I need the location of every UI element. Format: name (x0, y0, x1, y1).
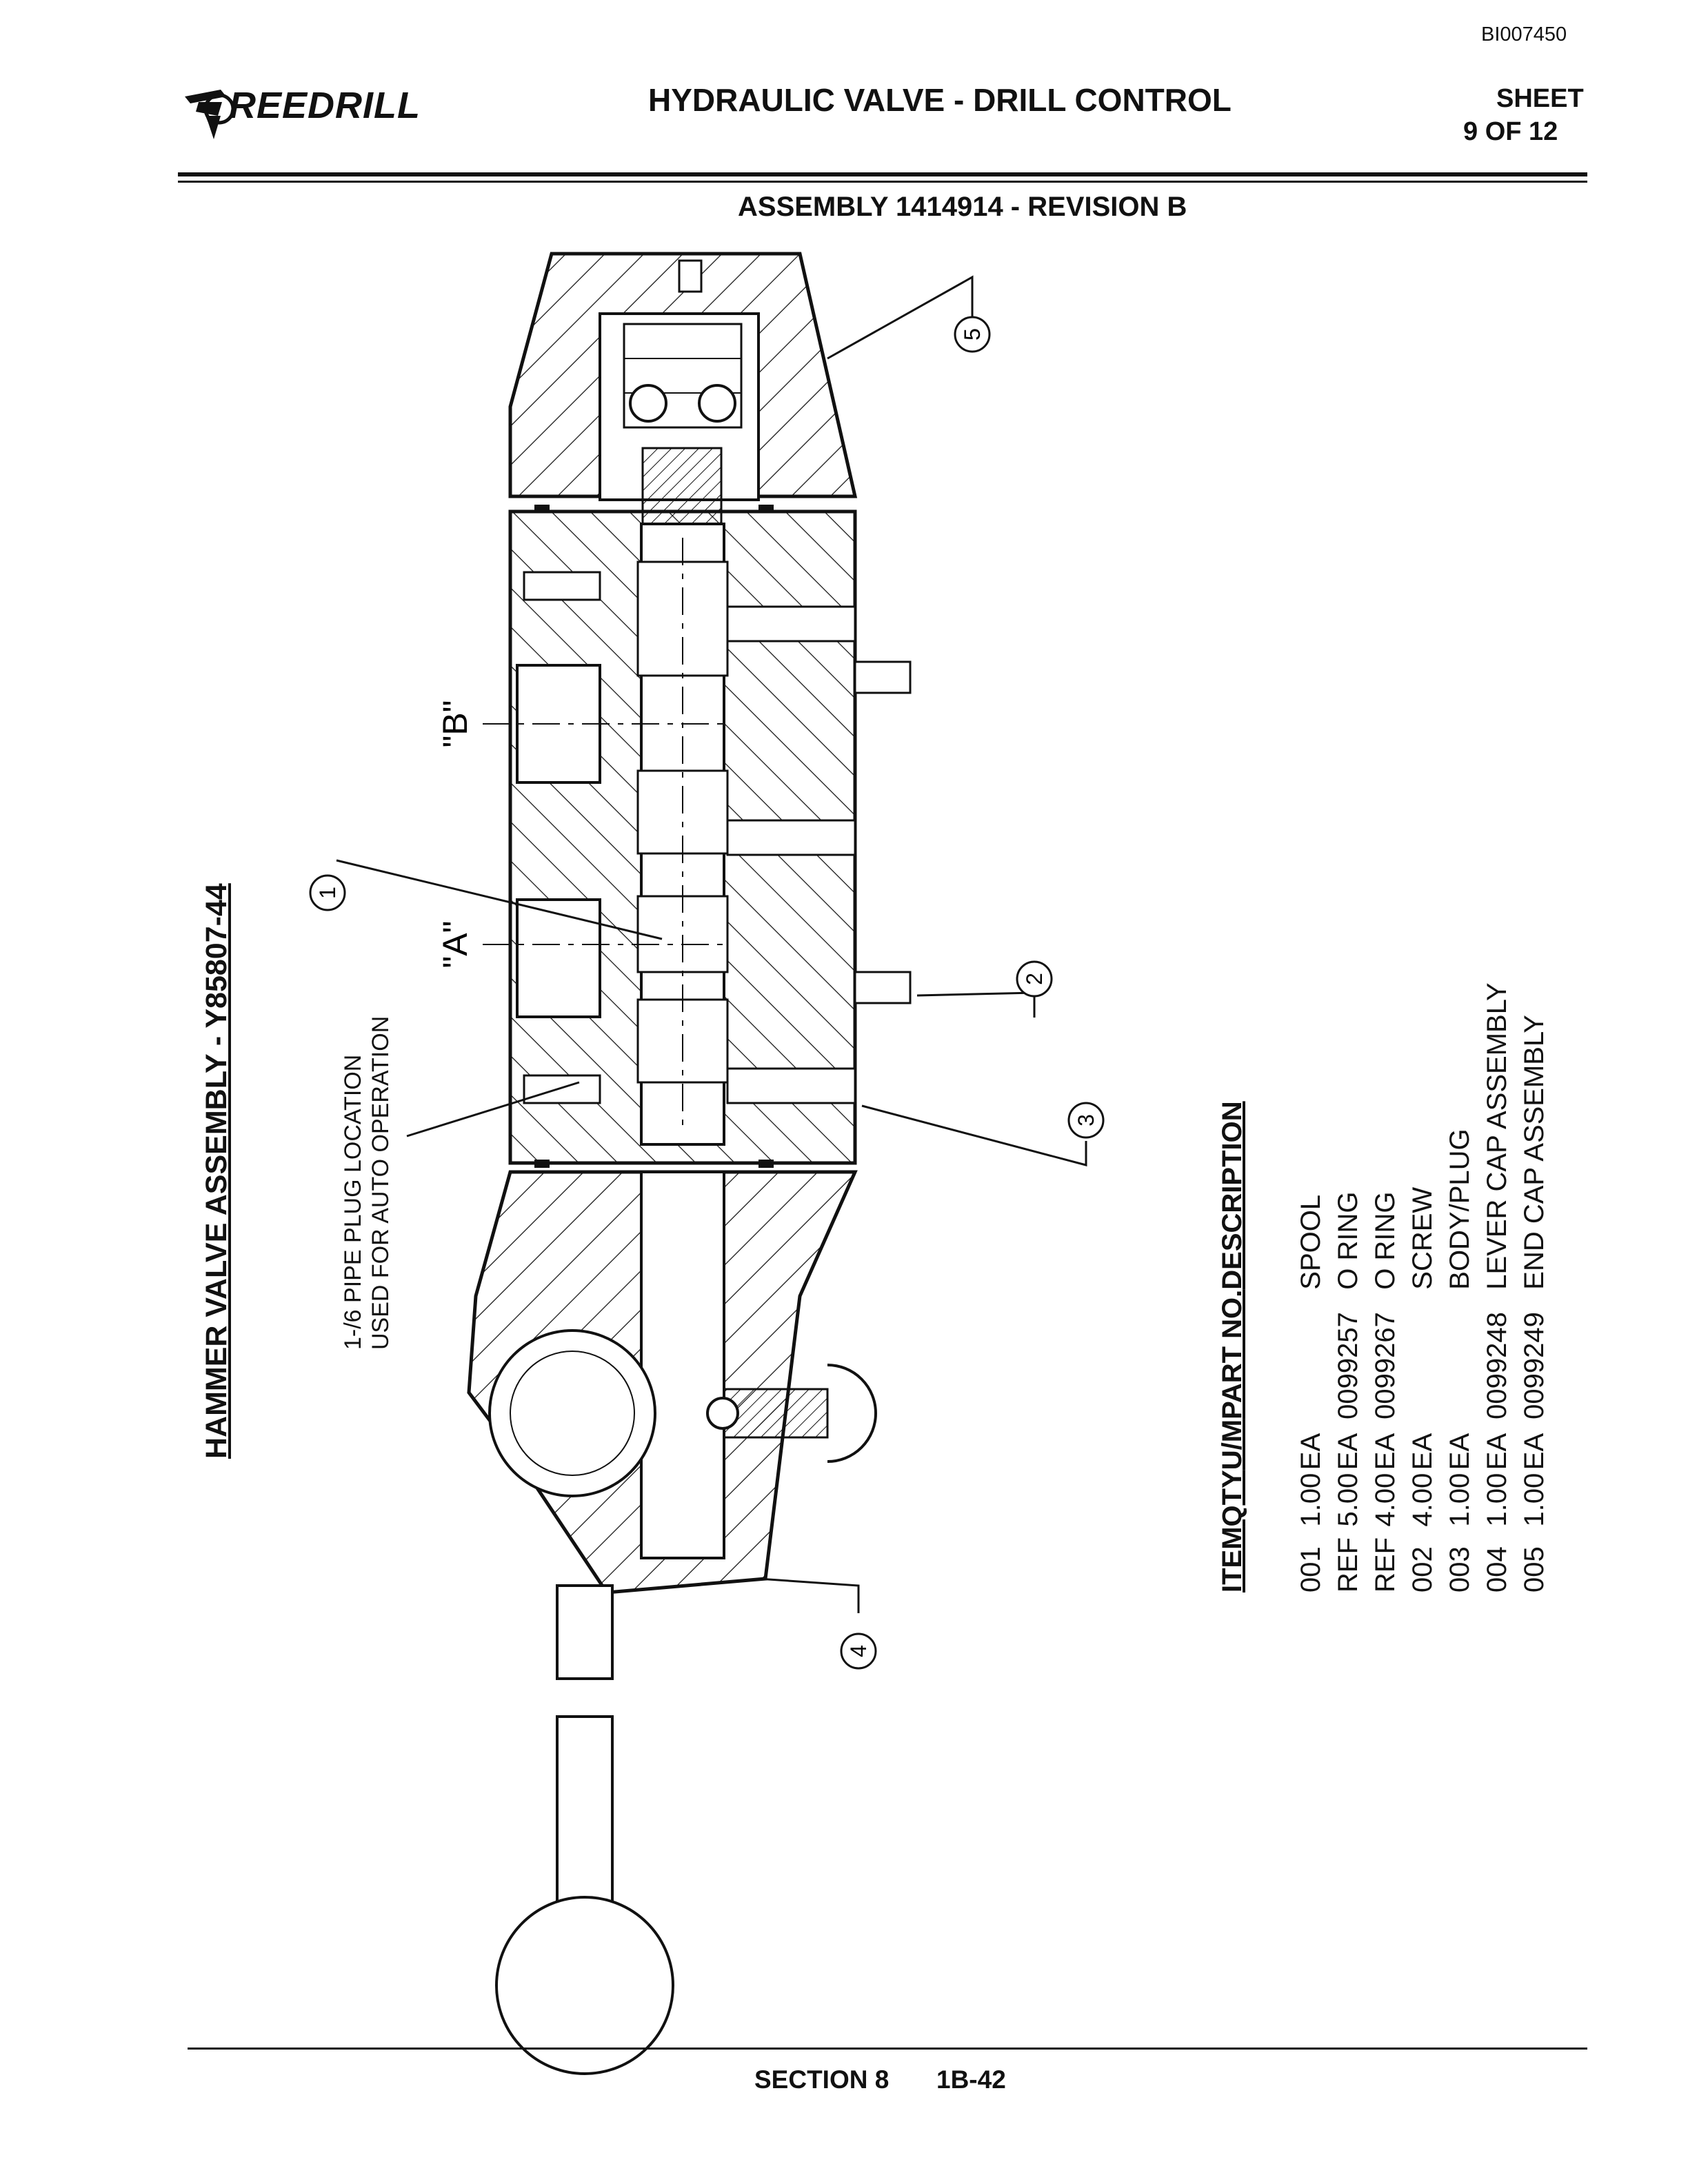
footer-rule (188, 2048, 1587, 2050)
valve-body (483, 505, 912, 1168)
table-row: REF 5.00 EA 0099257 O RING (1329, 982, 1367, 1593)
drill-bit-icon (185, 90, 235, 139)
cell-qty: 4.00 (1407, 1473, 1438, 1527)
document-id: BI007450 (1481, 23, 1567, 46)
cell-item: 002 (1407, 1546, 1438, 1593)
assembly-revision: ASSEMBLY 1414914 - REVISION B (738, 192, 1187, 222)
col-item: ITEM (1217, 1526, 1247, 1593)
table-row: 002 4.00 EA SCREW (1404, 982, 1441, 1593)
cell-um: EA (1482, 1433, 1512, 1470)
cell-qty: 4.00 (1370, 1473, 1400, 1527)
table-row: 004 1.00 EA 0099248 LEVER CAP ASSEMBLY (1478, 982, 1516, 1593)
callout-5-label: 5 (960, 328, 985, 341)
cell-item: REF (1333, 1537, 1363, 1593)
footer-section: SECTION 8 (754, 2065, 890, 2094)
cell-um: EA (1519, 1433, 1549, 1470)
page-title: HYDRAULIC VALVE - DRILL CONTROL (648, 82, 1232, 118)
cell-part: 0099248 (1482, 1312, 1512, 1419)
cell-qty: 1.00 (1519, 1473, 1549, 1527)
col-um: U/M (1217, 1419, 1247, 1470)
cell-part (1404, 1290, 1441, 1419)
cell-part: 0099249 (1519, 1312, 1549, 1419)
cell-desc: O RING (1370, 1191, 1400, 1290)
cell-part: 0099267 (1370, 1312, 1400, 1419)
callout-3-label: 3 (1074, 1114, 1098, 1126)
cell-qty: 1.00 (1482, 1473, 1512, 1527)
cell-item: 003 (1445, 1546, 1475, 1593)
table-row: 003 1.00 EA BODY/PLUG (1441, 982, 1478, 1593)
leader-lines (336, 275, 1087, 1613)
table-row: 005 1.00 EA 0099249 END CAP ASSEMBLY (1516, 982, 1553, 1593)
footer-page-number: 1B-42 (936, 2065, 1006, 2094)
company-logo: REEDRILL (178, 81, 420, 150)
callout-2-label: 2 (1022, 973, 1047, 985)
section-a-label: "A" (436, 921, 474, 969)
cell-item: 005 (1519, 1546, 1549, 1593)
cell-item: REF (1370, 1537, 1400, 1593)
cell-qty: 5.00 (1333, 1473, 1363, 1527)
cell-desc: O RING (1333, 1191, 1363, 1290)
cell-part (1441, 1290, 1478, 1419)
cell-desc: END CAP ASSEMBLY (1519, 1015, 1549, 1290)
cell-part (1292, 1290, 1329, 1419)
cell-um: EA (1296, 1433, 1326, 1470)
cell-item: 001 (1296, 1546, 1326, 1593)
parts-list: ITEM QTY U/M PART NO. DESCRIPTION 001 1.… (1214, 982, 1553, 1593)
callout-2 (1016, 960, 1053, 998)
parts-table: ITEM QTY U/M PART NO. DESCRIPTION 001 1.… (1214, 982, 1553, 1593)
end-cap-assembly (508, 252, 858, 525)
callout-1 (309, 874, 346, 911)
table-row: REF 4.00 EA 0099267 O RING (1367, 982, 1404, 1593)
cell-part: 0099257 (1333, 1312, 1363, 1419)
callout-4 (840, 1632, 877, 1670)
cell-um: EA (1407, 1433, 1438, 1470)
cell-qty: 1.00 (1296, 1473, 1326, 1527)
col-qty: QTY (1217, 1470, 1247, 1527)
callout-3 (1067, 1102, 1105, 1139)
cell-desc: SCREW (1407, 1186, 1438, 1290)
header-rule-thick (178, 172, 1587, 176)
sheet-number: 9 OF 12 (1463, 117, 1558, 146)
cell-desc: SPOOL (1296, 1194, 1326, 1290)
header-rule-thin (178, 181, 1587, 183)
callout-4-label: 4 (846, 1645, 871, 1657)
cell-um: EA (1333, 1433, 1363, 1470)
callout-5 (954, 316, 991, 353)
callout-1-label: 1 (315, 887, 340, 899)
col-description: DESCRIPTION (1217, 1101, 1247, 1290)
col-part-no: PART NO. (1217, 1289, 1247, 1419)
cell-qty: 1.00 (1445, 1473, 1475, 1527)
cell-desc: LEVER CAP ASSEMBLY (1482, 982, 1512, 1290)
lever-cap-assembly (467, 1170, 877, 2075)
cell-um: EA (1445, 1433, 1475, 1470)
logo-text: REEDRILL (229, 85, 421, 126)
cell-um: EA (1370, 1433, 1400, 1470)
cell-item: 004 (1482, 1546, 1512, 1593)
cell-desc: BODY/PLUG (1445, 1129, 1475, 1290)
section-b-label: "B" (436, 700, 474, 748)
table-row: 001 1.00 EA SPOOL (1292, 982, 1329, 1593)
sheet-label: SHEET (1496, 84, 1584, 113)
